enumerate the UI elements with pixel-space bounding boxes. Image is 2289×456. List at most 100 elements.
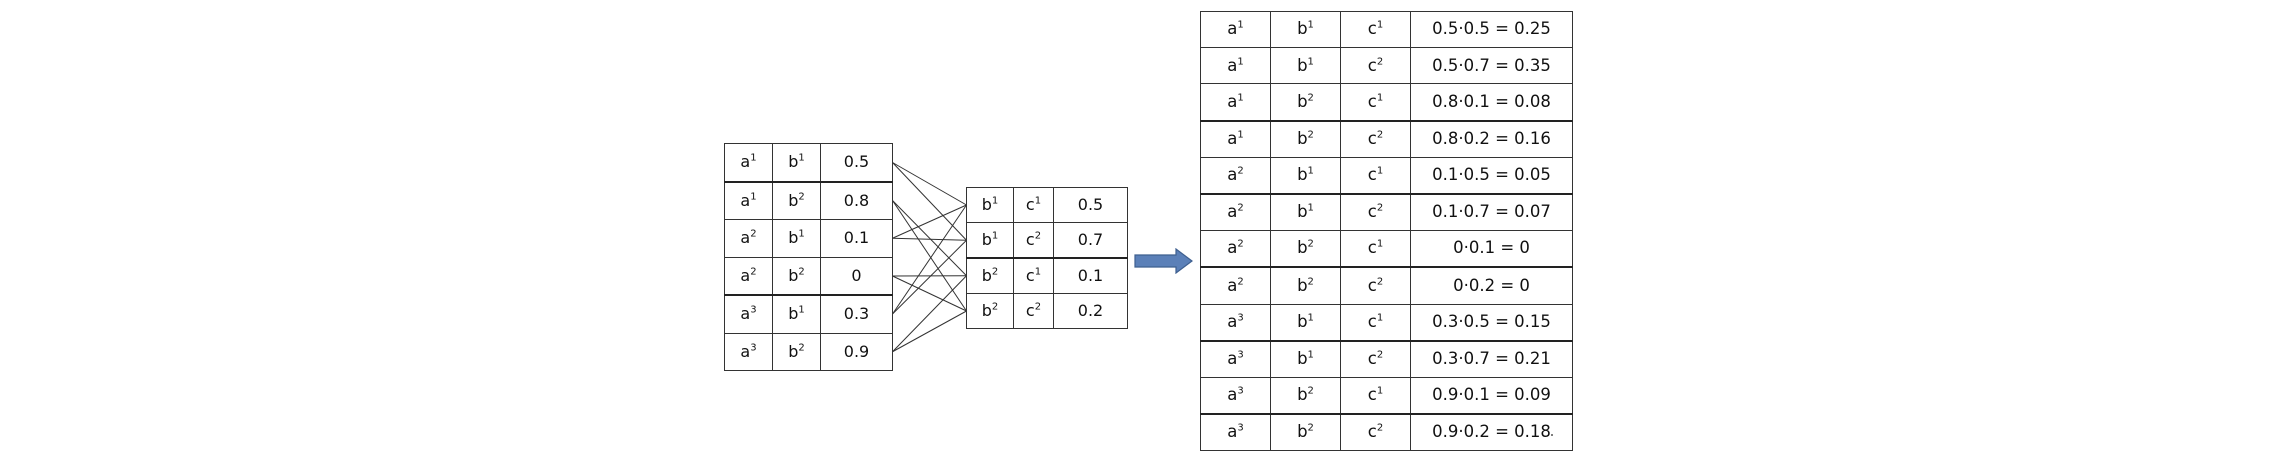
value-cell: 0.1 [820, 219, 893, 258]
b-cell: b2 [1270, 376, 1341, 415]
value-cell: 0.7 [1053, 222, 1128, 259]
c-cell: c2 [1340, 266, 1411, 305]
connector-line [892, 162, 967, 241]
connector-line [892, 162, 967, 206]
product-value-cell: 0.3·0.7 = 0.21 [1410, 339, 1573, 378]
c-cell: c2 [1013, 222, 1054, 259]
product-value-cell: 0.9·0.2 = 0.18 [1410, 413, 1573, 452]
a-cell: a2 [1200, 266, 1271, 305]
a-cell: a1 [724, 180, 773, 220]
product-row: a1 b2 c2 0.8·0.2 = 0.16 [1200, 119, 1573, 158]
product-value-cell: 0.1·0.5 = 0.05 [1410, 156, 1573, 195]
connector-line [892, 275, 967, 312]
product-value-cell: 0.8·0.2 = 0.16 [1410, 119, 1573, 158]
product-value-cell: 0.3·0.5 = 0.15 [1410, 303, 1573, 342]
product-row: a2 b2 c1 0·0.1 = 0 [1200, 230, 1573, 268]
b-cell: b2 [1270, 413, 1341, 452]
c-cell: c1 [1013, 257, 1054, 294]
c-cell: c2 [1340, 47, 1411, 85]
b-cell: b1 [772, 294, 821, 334]
factor-bc-row: b2 c2 0.2 [966, 293, 1128, 329]
a-cell: a1 [1200, 83, 1271, 122]
a-cell: a2 [1200, 230, 1271, 268]
connector-line [892, 204, 967, 315]
b-cell: b1 [1270, 303, 1341, 342]
value-cell: 0.9 [820, 332, 893, 371]
c-cell: c1 [1013, 187, 1054, 223]
a-cell: a3 [1200, 339, 1271, 378]
value-cell: 0.5 [820, 143, 893, 182]
value-cell: 0.2 [1053, 293, 1128, 329]
connector-line [892, 310, 967, 353]
connector-line [892, 237, 967, 241]
right-arrow-icon [1134, 248, 1193, 274]
b-cell: b1 [1270, 192, 1341, 232]
value-cell: 0.1 [1053, 257, 1128, 294]
product-value-cell: 0.8·0.1 = 0.08 [1410, 83, 1573, 122]
connector-line [892, 275, 967, 353]
product-row: a3 b2 c1 0.9·0.1 = 0.09 [1200, 376, 1573, 415]
value-cell: 0 [820, 256, 893, 296]
factor-ab-row: a1 b2 0.8 [724, 180, 893, 220]
product-value-cell: 0.9·0.1 = 0.09 [1410, 376, 1573, 415]
b-cell: b2 [772, 180, 821, 220]
product-row: a1 b1 c1 0.5·0.5 = 0.25 [1200, 10, 1573, 49]
factor-ab-row: a3 b1 0.3 [724, 294, 893, 334]
factor-ab-table: a1 b1 0.5 a1 b2 0.8 a2 b1 0.1 a2 b2 0 a3… [724, 143, 893, 371]
product-row: a2 b1 c1 0.1·0.5 = 0.05 [1200, 156, 1573, 195]
a-cell: a3 [1200, 303, 1271, 342]
value-cell: 0.3 [820, 294, 893, 334]
c-cell: c2 [1013, 293, 1054, 329]
c-cell: c1 [1340, 230, 1411, 268]
c-cell: c1 [1340, 10, 1411, 49]
product-row: a1 b1 c2 0.5·0.7 = 0.35 [1200, 47, 1573, 85]
c-cell: c1 [1340, 376, 1411, 415]
a-cell: a1 [1200, 10, 1271, 49]
b-cell: b1 [1270, 156, 1341, 195]
b-cell: b1 [772, 143, 821, 182]
value-cell: 0.8 [820, 180, 893, 220]
product-row: a3 b2 c2 0.9·0.2 = 0.18 [1200, 413, 1573, 452]
a-cell: a2 [724, 219, 773, 258]
factor-bc-row: b1 c2 0.7 [966, 222, 1128, 259]
a-cell: a3 [724, 294, 773, 334]
a-cell: a1 [1200, 119, 1271, 158]
connector-line [892, 200, 967, 277]
b-cell: b2 [772, 256, 821, 296]
factor-bc-table: b1 c1 0.5 b1 c2 0.7 b2 c1 0.1 b2 c2 0.2 [966, 187, 1128, 329]
product-row: a1 b2 c1 0.8·0.1 = 0.08 [1200, 83, 1573, 122]
c-cell: c1 [1340, 156, 1411, 195]
a-cell: a1 [1200, 47, 1271, 85]
b-cell: b2 [1270, 266, 1341, 305]
c-cell: c1 [1340, 303, 1411, 342]
stray-dot [1551, 434, 1553, 436]
connector-line [892, 204, 967, 239]
a-cell: a3 [1200, 413, 1271, 452]
product-row: a2 b2 c2 0·0.2 = 0 [1200, 266, 1573, 305]
c-cell: c2 [1340, 119, 1411, 158]
product-row: a3 b1 c2 0.3·0.7 = 0.21 [1200, 339, 1573, 378]
b-cell: b2 [772, 332, 821, 371]
product-value-cell: 0·0.1 = 0 [1410, 230, 1573, 268]
b-cell: b1 [966, 222, 1014, 259]
product-value-cell: 0.1·0.7 = 0.07 [1410, 192, 1573, 232]
a-cell: a2 [724, 256, 773, 296]
b-cell: b2 [1270, 119, 1341, 158]
c-cell: c1 [1340, 83, 1411, 122]
b-cell: b2 [966, 293, 1014, 329]
factor-ab-row: a2 b2 0 [724, 256, 893, 296]
connector-line [892, 239, 967, 315]
c-cell: c2 [1340, 413, 1411, 452]
factor-ab-row: a2 b1 0.1 [724, 219, 893, 258]
a-cell: a3 [1200, 376, 1271, 415]
value-cell: 0.5 [1053, 187, 1128, 223]
a-cell: a2 [1200, 192, 1271, 232]
b-cell: b1 [1270, 339, 1341, 378]
b-cell: b1 [1270, 10, 1341, 49]
product-value-cell: 0.5·0.5 = 0.25 [1410, 10, 1573, 49]
a-cell: a3 [724, 332, 773, 371]
product-table: a1 b1 c1 0.5·0.5 = 0.25 a1 b1 c2 0.5·0.7… [1200, 10, 1573, 452]
b-cell: b1 [1270, 47, 1341, 85]
product-value-cell: 0.5·0.7 = 0.35 [1410, 47, 1573, 85]
